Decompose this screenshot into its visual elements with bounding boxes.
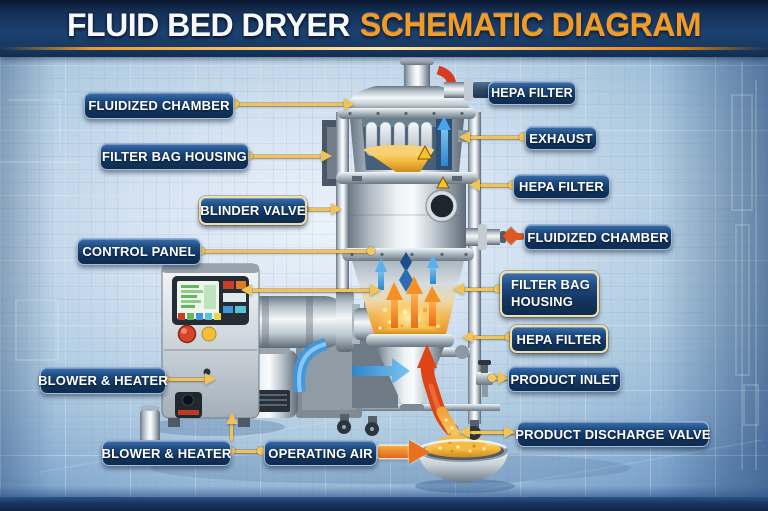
red-button <box>177 324 197 344</box>
label-blinder-valve: BLINDER VALVE <box>199 196 307 225</box>
warning-triangle-icon <box>417 144 433 160</box>
label-control-panel: CONTROL PANEL <box>77 238 201 265</box>
label-hepa-filter-top: HEPA FILTER <box>488 81 576 105</box>
label-product-inlet: PRODUCT INLET <box>508 366 621 392</box>
inlet-air-arrow <box>352 358 410 384</box>
label-blower-heater-left: BLOWER & HEATER <box>38 367 168 394</box>
footer-band <box>0 497 768 511</box>
label-blower-heater-bottom: BLOWER & HEATER <box>102 440 231 466</box>
vessel <box>336 58 478 411</box>
label-fluidized-chamber-left: FLUIDIZED CHAMBER <box>84 92 234 119</box>
warning-triangle-icon <box>436 175 450 189</box>
label-filter-bag-housing-right: FILTER BAG HOUSING <box>500 271 599 317</box>
airflow-arrows <box>375 252 441 328</box>
control-cabinet <box>161 263 260 427</box>
casters <box>337 414 481 440</box>
sight-glass-porthole <box>427 191 457 221</box>
title-main: FLUID BED DRYER <box>67 7 350 43</box>
blueprint-doodles <box>0 62 763 493</box>
label-hepa-filter-mid: HEPA FILTER <box>513 174 610 199</box>
product-discharge <box>415 344 515 493</box>
yellow-button <box>201 326 217 342</box>
label-hepa-filter-lower: HEPA FILTER <box>510 325 608 353</box>
title-underline <box>0 47 768 50</box>
label-filter-bag-housing-left: FILTER BAG HOUSING <box>100 143 249 170</box>
floor-shade <box>0 486 768 497</box>
airflow-up-arrow <box>437 116 451 130</box>
label-exhaust: EXHAUST <box>525 126 597 150</box>
product-bowl <box>418 435 508 483</box>
label-fluidized-chamber-right: FLUIDIZED CHAMBER <box>524 224 672 250</box>
label-operating-air: OPERATING AIR <box>264 440 377 466</box>
title-accent: SCHEMATIC DIAGRAM <box>359 7 702 43</box>
label-product-discharge-valve: PRODUCT DISCHARGE VALVE <box>515 421 711 447</box>
